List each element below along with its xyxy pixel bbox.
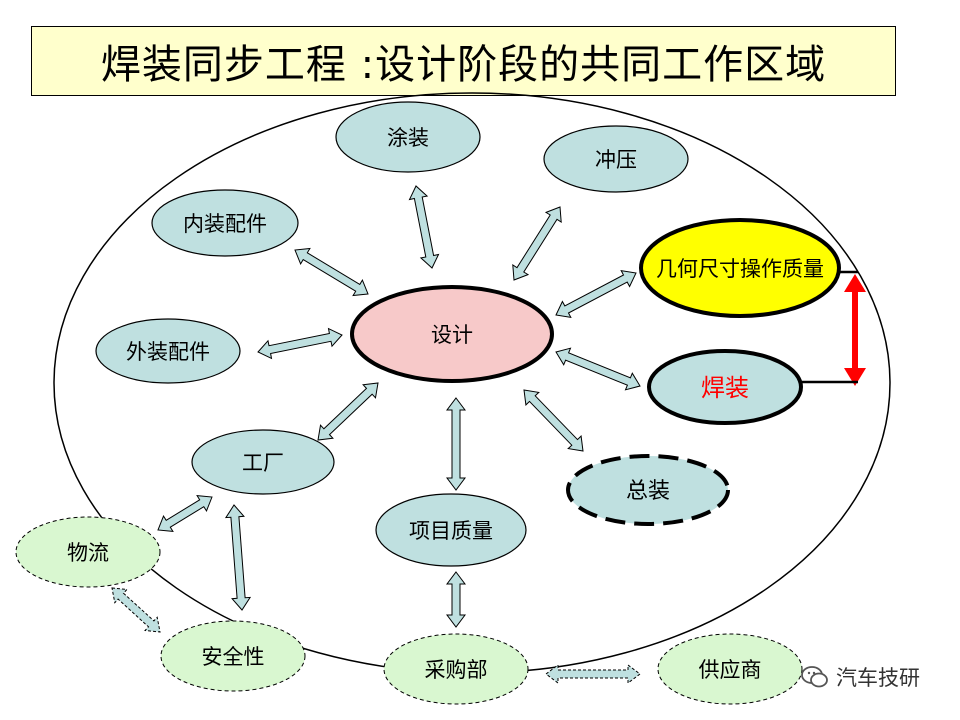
- node-design: 设计: [350, 285, 554, 383]
- node-factory: 工厂: [191, 429, 335, 495]
- red-double-arrow: [844, 274, 866, 386]
- node-project-quality-label: 项目质量: [409, 519, 493, 543]
- node-safety-label: 安全性: [202, 645, 265, 669]
- node-interior: 内装配件: [151, 189, 299, 257]
- node-welding: 焊装: [647, 349, 803, 425]
- diagram-title: 焊装同步工程 :设计阶段的共同工作区域: [31, 26, 896, 96]
- node-supplier: 供应商: [657, 633, 803, 705]
- arrow-design-welding: [555, 347, 641, 391]
- node-stamping: 冲压: [543, 125, 689, 193]
- node-logistics-label: 物流: [67, 541, 109, 565]
- arrow-logistics-safety: [111, 587, 161, 633]
- node-painting: 涂装: [335, 101, 481, 173]
- arrow-design-exterior: [257, 327, 343, 360]
- watermark-text: 汽车技研: [836, 666, 920, 690]
- node-exterior: 外装配件: [95, 318, 241, 384]
- node-geometry: 几何尺寸操作质量: [639, 218, 841, 318]
- arrow-design-project-quality: [446, 397, 466, 491]
- arrow-design-factory: [317, 382, 379, 441]
- arrows-group: [111, 185, 641, 684]
- watermark: 汽车技研: [800, 660, 920, 694]
- arrow-quality-purchasing: [446, 571, 466, 628]
- node-geometry-label: 几何尺寸操作质量: [656, 257, 824, 281]
- node-exterior-label: 外装配件: [126, 340, 210, 364]
- arrow-factory-logistics: [157, 495, 213, 532]
- node-assembly: 总装: [566, 454, 730, 526]
- node-factory-label: 工厂: [242, 451, 284, 475]
- node-stamping-label: 冲压: [595, 148, 637, 172]
- node-welding-label: 焊装: [701, 374, 749, 402]
- arrow-factory-safety: [224, 504, 252, 611]
- arrow-design-geometry: [555, 269, 637, 319]
- arrow-design-interior: [294, 247, 369, 297]
- arrow-design-painting: [408, 185, 440, 269]
- wechat-icon: [801, 666, 828, 688]
- node-safety: 安全性: [160, 620, 306, 692]
- node-painting-label: 涂装: [387, 126, 429, 150]
- node-interior-label: 内装配件: [183, 212, 267, 236]
- node-assembly-label: 总装: [626, 479, 670, 504]
- node-purchasing-label: 采购部: [425, 658, 488, 682]
- arrow-design-stamping: [512, 206, 562, 281]
- node-supplier-label: 供应商: [699, 658, 762, 682]
- node-project-quality: 项目质量: [375, 493, 527, 567]
- arrow-design-assembly: [523, 389, 584, 452]
- node-logistics: 物流: [15, 516, 161, 588]
- node-purchasing: 采购部: [383, 633, 529, 705]
- node-design-label: 设计: [431, 323, 473, 347]
- arrow-purchasing-supplier: [545, 664, 641, 684]
